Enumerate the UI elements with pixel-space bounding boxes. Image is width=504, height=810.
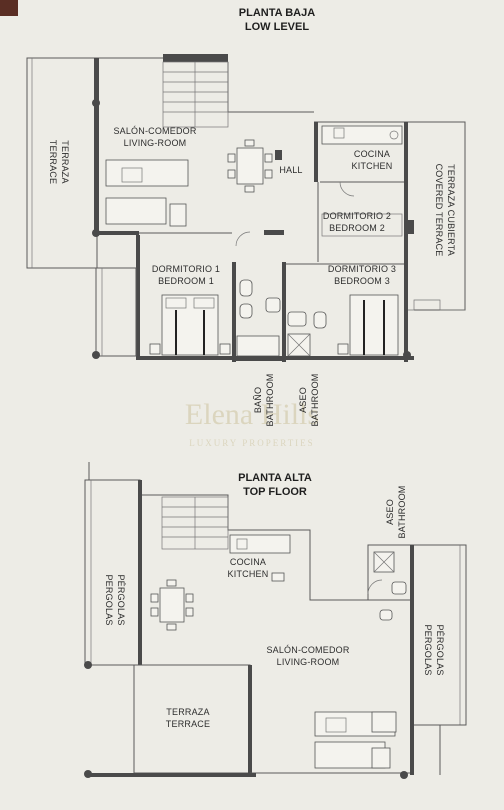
stairs-top (161, 496, 229, 550)
bano-label-en: BATHROOM (265, 374, 275, 427)
hall-label: HALL (279, 165, 302, 175)
dormitorio3-label-es: DORMITORIO 3 (328, 264, 396, 274)
accent-bar (0, 0, 18, 16)
stairs-low (162, 61, 229, 128)
salon-top-label-en: LIVING-ROOM (277, 657, 340, 667)
top-floor-plan (84, 462, 467, 779)
terraza-top-label-es: TERRAZA (166, 707, 209, 717)
dormitorio1-label-es: DORMITORIO 1 (152, 264, 220, 274)
dormitorio2-label-en: BEDROOM 2 (329, 223, 385, 233)
bathroom-fixtures-low (236, 279, 327, 357)
bano-label-es: BAÑO (253, 387, 263, 413)
cocina-top-label-es: COCINA (230, 557, 266, 567)
terraza-label-es: TERRAZA (60, 140, 70, 183)
dormitorio2-label-es: DORMITORIO 2 (323, 211, 391, 221)
aseo-top-label-es: ASEO (385, 499, 395, 525)
aseo-label-en: BATHROOM (310, 374, 320, 427)
low-level-title-es: PLANTA BAJA (239, 7, 315, 19)
aseo-top-label-en: BATHROOM (397, 486, 407, 539)
low-level-title-en: LOW LEVEL (245, 21, 309, 33)
terraza-top-label-en: TERRACE (166, 719, 210, 729)
pergolas-right-label-en: PERGOLAS (423, 624, 433, 675)
terraza-cubierta-label-es: TERRAZA CUBIERTA (446, 164, 456, 256)
salon-top-label-es: SALÓN-COMEDOR (266, 645, 349, 655)
cocina-label-en: KITCHEN (352, 161, 393, 171)
low-level-plan (26, 54, 466, 362)
pergolas-right-label-es: PÉRGOLAS (435, 624, 445, 675)
dining-table-top (150, 579, 194, 631)
aseo-label-es: ASEO (298, 387, 308, 413)
watermark-tagline: LUXURY PROPERTIES (189, 438, 314, 448)
salon-label-es: SALÓN-COMEDOR (113, 126, 196, 136)
dormitorio3-label-en: BEDROOM 3 (334, 276, 390, 286)
salon-label-en: LIVING-ROOM (124, 138, 187, 148)
sofa-top (314, 711, 397, 769)
watermark-brand: Elena Hills (185, 398, 319, 431)
cocina-label-es: COCINA (354, 149, 390, 159)
pergolas-left-label-es: PÉRGOLAS (116, 574, 126, 625)
bed-bedroom-3 (337, 294, 399, 356)
bed-bedroom-1 (149, 294, 231, 356)
sofa-low (105, 159, 189, 227)
watermark: Elena Hills LUXURY PROPERTIES (185, 398, 319, 448)
terraza-cubierta-label-en: COVERED TERRACE (434, 164, 444, 257)
pergolas-left-label-en: PERGOLAS (104, 574, 114, 625)
dormitorio1-label-en: BEDROOM 1 (158, 276, 214, 286)
top-floor-title-es: PLANTA ALTA (238, 472, 312, 484)
top-floor-title-en: TOP FLOOR (243, 486, 307, 498)
dining-table-low (227, 139, 273, 193)
terraza-label-en: TERRACE (48, 140, 58, 184)
cocina-top-label-en: KITCHEN (228, 569, 269, 579)
